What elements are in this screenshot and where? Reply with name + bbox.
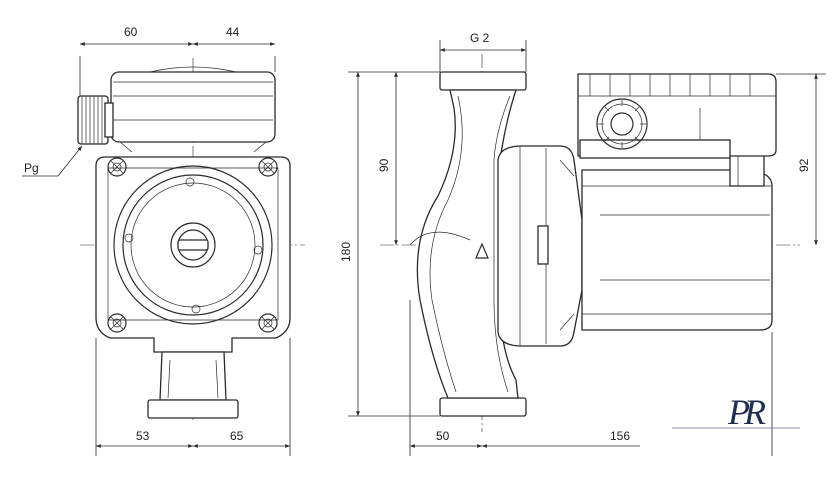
dim-side-overall-height: 180 bbox=[339, 242, 353, 262]
dim-front-top-left: 60 bbox=[124, 25, 138, 39]
cable-gland-label: Pg bbox=[24, 161, 39, 175]
brand-logo: PR bbox=[672, 392, 800, 432]
bolt-bottom-right bbox=[258, 313, 278, 333]
bolt-top-left bbox=[107, 157, 127, 177]
dim-front-top-right: 44 bbox=[226, 25, 240, 39]
side-view bbox=[380, 54, 800, 432]
bolt-top-right bbox=[258, 157, 278, 177]
dim-side-connection: G 2 bbox=[470, 31, 490, 45]
dim-front-bottom-left: 53 bbox=[136, 429, 150, 443]
bolt-bottom-left bbox=[107, 313, 127, 333]
dim-side-half-height: 90 bbox=[377, 158, 391, 172]
logo-letters: PR bbox=[727, 392, 766, 432]
front-view bbox=[77, 58, 305, 420]
dim-side-bottom-right: 156 bbox=[610, 429, 630, 443]
front-dimensions bbox=[22, 42, 291, 456]
dim-side-bottom-left: 50 bbox=[436, 429, 450, 443]
side-dimensions bbox=[348, 40, 826, 456]
dim-front-bottom-right: 65 bbox=[230, 429, 244, 443]
dim-motor-height: 92 bbox=[797, 158, 811, 172]
